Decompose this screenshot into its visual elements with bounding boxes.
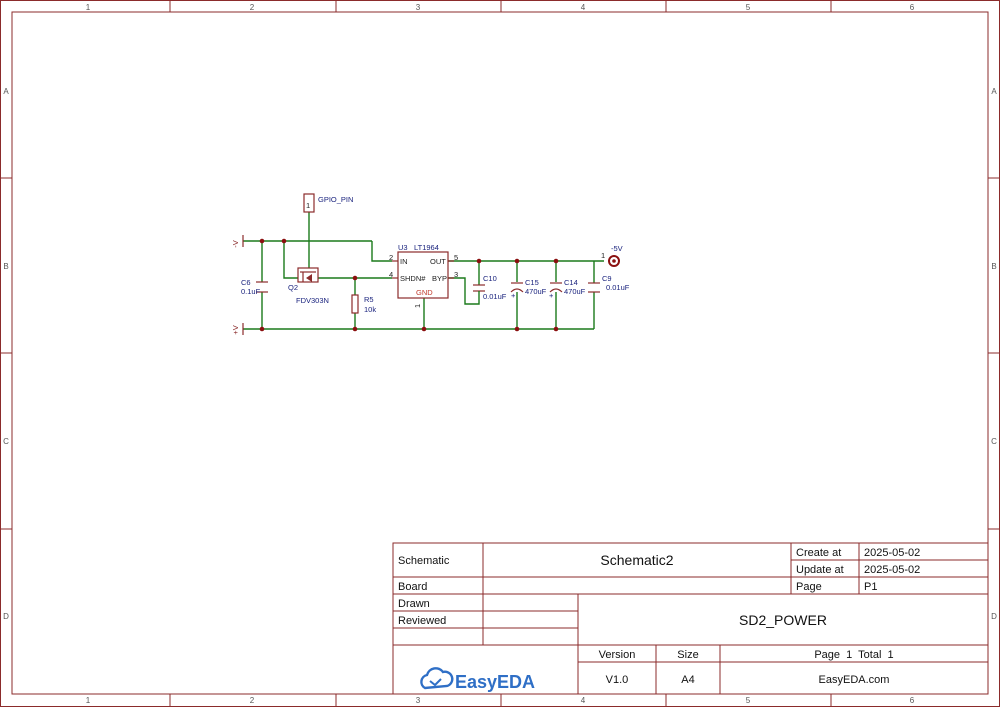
out-net-label: -5V: [611, 244, 623, 253]
capacitor-c6: C6 0.1uF: [241, 278, 268, 296]
c10-ref: C10: [483, 274, 497, 283]
v-pos-port: +V: [231, 323, 244, 335]
tb-create-date: 2025-05-02: [864, 547, 920, 559]
tb-drawn-label: Drawn: [398, 598, 430, 610]
tb-page-total: Page 1 Total 1: [814, 649, 893, 661]
tb-page-label: Page: [796, 581, 822, 593]
r5-ref: R5: [364, 295, 374, 304]
col-label-5-bottom: 5: [746, 696, 751, 705]
tb-website: EasyEDA.com: [819, 674, 890, 686]
r5-value: 10k: [364, 305, 376, 314]
capacitor-c9: C9 0.01uF: [588, 274, 630, 293]
col-label-6: 6: [910, 3, 915, 12]
c9-value: 0.01uF: [606, 283, 630, 292]
gpio-pin-number: 1: [306, 201, 310, 210]
row-label-a-right: A: [991, 87, 997, 96]
c6-value: 0.1uF: [241, 287, 261, 296]
col-label-2: 2: [250, 3, 255, 12]
resistor-r5: R5 10k: [351, 294, 376, 314]
tb-sheet-title: SD2_POWER: [739, 612, 827, 628]
u3-pin-out: OUT: [430, 257, 446, 266]
col-label-4: 4: [581, 3, 586, 12]
c15-value: 470uF: [525, 287, 547, 296]
out-pin-number: 1: [601, 251, 605, 260]
u3-pin-byp: BYP: [432, 274, 447, 283]
v-neg-port: -V: [231, 235, 244, 248]
easyeda-logo-text: EasyEDA: [455, 672, 535, 692]
c10-value: 0.01uF: [483, 292, 507, 301]
mosfet-q2: Q2 FDV303N: [288, 267, 329, 305]
q2-value: FDV303N: [296, 296, 329, 305]
c9-ref: C9: [602, 274, 612, 283]
col-label-1: 1: [86, 3, 91, 12]
v-pos-label: +V: [231, 325, 240, 334]
col-label-3-bottom: 3: [416, 696, 421, 705]
v-neg-label: -V: [231, 240, 240, 248]
column-labels: 1 2 3 4 5 6 1 2 3 4 5 6: [86, 3, 915, 705]
capacitor-c10: C10 0.01uF: [473, 274, 507, 301]
tb-update-label: Update at: [796, 564, 844, 576]
title-block: Schematic Schematic2 Create at 2025-05-0…: [392, 542, 989, 695]
junctions: [259, 238, 559, 332]
q2-ref: Q2: [288, 283, 298, 292]
c15-polarity: +: [511, 291, 516, 300]
col-label-5: 5: [746, 3, 751, 12]
gpio-pin-connector: 1 GPIO_PIN: [303, 193, 353, 213]
u3-pin-num-out: 5: [454, 253, 458, 262]
out-port: 1 -5V: [601, 244, 623, 267]
tb-update-date: 2025-05-02: [864, 564, 920, 576]
row-label-d: D: [3, 612, 9, 621]
wires: [243, 212, 604, 330]
row-label-d-right: D: [991, 612, 997, 621]
u3-pin-num-gnd: 1: [413, 304, 422, 308]
regulator-u3: U3 LT1964 IN OUT SHDN# BYP GND 2 4 5 3 1: [389, 243, 458, 308]
row-labels: A B C D A B C D: [3, 87, 997, 621]
row-label-b: B: [3, 262, 8, 271]
c6-ref: C6: [241, 278, 251, 287]
tb-create-label: Create at: [796, 547, 841, 559]
gpio-net-label: GPIO_PIN: [318, 195, 353, 204]
u3-pin-num-shdn: 4: [389, 270, 393, 279]
tb-size-label: Size: [677, 649, 698, 661]
c14-polarity: +: [549, 291, 554, 300]
tb-version-label: Version: [599, 649, 636, 661]
row-label-b-right: B: [991, 262, 996, 271]
tb-schematic-name: Schematic2: [600, 552, 673, 568]
row-label-c-right: C: [991, 437, 997, 446]
tb-board-label: Board: [398, 581, 427, 593]
column-dividers: [169, 0, 832, 707]
u3-pin-num-byp: 3: [454, 270, 458, 279]
tb-schematic-label: Schematic: [398, 555, 450, 567]
col-label-6-bottom: 6: [910, 696, 915, 705]
col-label-4-bottom: 4: [581, 696, 586, 705]
u3-pin-num-in: 2: [389, 253, 393, 262]
u3-pin-in: IN: [400, 257, 408, 266]
tb-version-value: V1.0: [606, 674, 629, 686]
col-label-2-bottom: 2: [250, 696, 255, 705]
capacitor-c14: + C14 470uF: [549, 278, 586, 300]
u3-value: LT1964: [414, 243, 439, 252]
tb-size-value: A4: [681, 674, 694, 686]
c14-value: 470uF: [564, 287, 586, 296]
row-label-a: A: [3, 87, 9, 96]
tb-reviewed-label: Reviewed: [398, 615, 446, 627]
col-label-3: 3: [416, 3, 421, 12]
row-dividers: [0, 177, 1000, 530]
c14-ref: C14: [564, 278, 578, 287]
easyeda-logo: EasyEDA: [420, 667, 535, 692]
capacitor-c15: + C15 470uF: [510, 278, 547, 300]
col-label-1-bottom: 1: [86, 696, 91, 705]
u3-pin-gnd: GND: [416, 288, 433, 297]
u3-ref: U3: [398, 243, 408, 252]
row-label-c: C: [3, 437, 9, 446]
tb-page-value: P1: [864, 581, 877, 593]
u3-pin-shdn: SHDN#: [400, 274, 426, 283]
c15-ref: C15: [525, 278, 539, 287]
sheet-inner-border: [11, 11, 989, 695]
